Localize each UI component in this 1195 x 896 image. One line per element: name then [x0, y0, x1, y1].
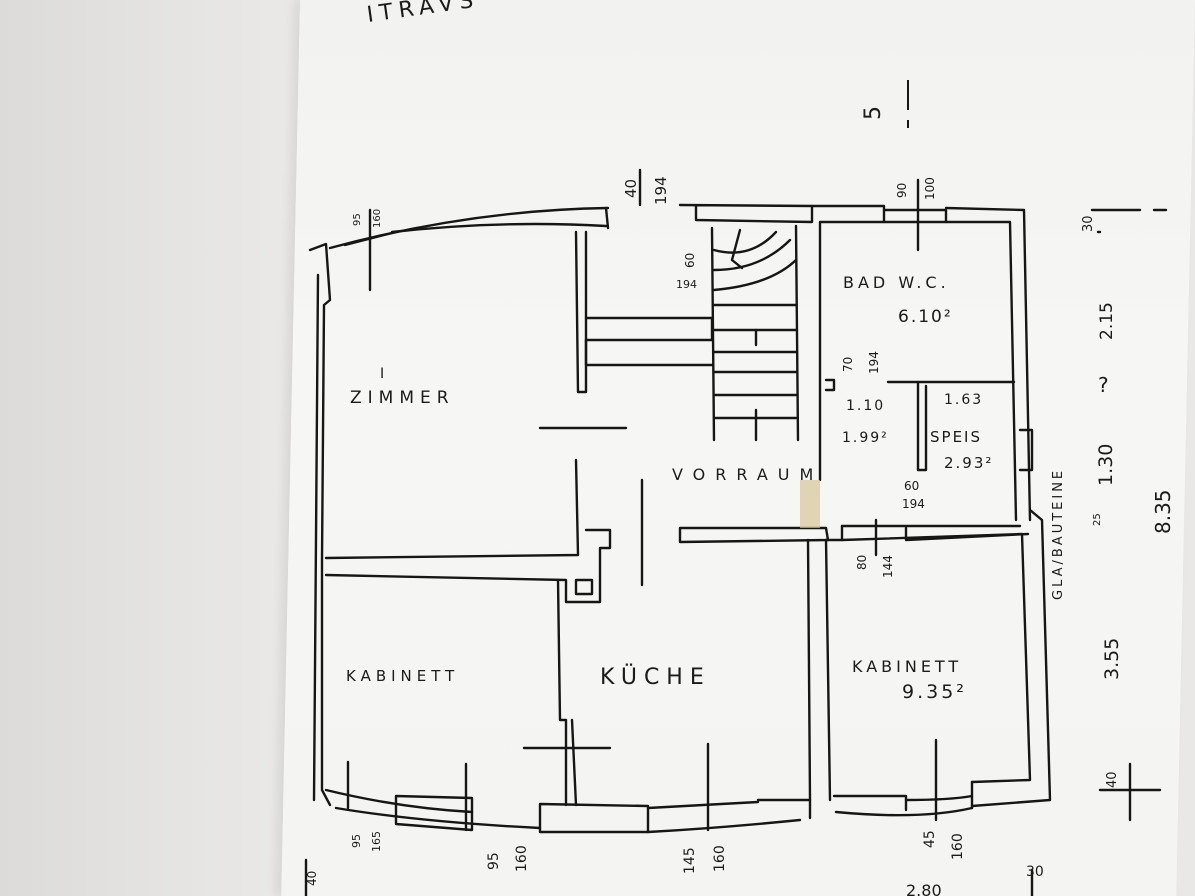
- dim-win-zimmer-a: 95: [352, 213, 363, 226]
- room-label-bad: BAD W.C.: [843, 273, 950, 292]
- wc-area: 1.99²: [842, 430, 889, 446]
- zimmer-mark: I: [380, 366, 390, 382]
- dim-win-bottom-2b: 160: [514, 845, 530, 872]
- dim-win-bad-a: 90: [895, 183, 909, 198]
- room-label-kabinett-right: KABINETT: [852, 657, 962, 676]
- speis-width: 1.63: [944, 392, 983, 408]
- dim-door-top-b: 194: [652, 176, 670, 205]
- room-label-zimmer: ZIMMER: [350, 388, 455, 408]
- dim-wc-door-a: 70: [841, 357, 855, 372]
- top-right-glyph: 5: [861, 100, 886, 120]
- wall-lines: [304, 168, 1168, 896]
- speis-area: 2.93²: [944, 454, 993, 472]
- dim-speis-door-b: 194: [902, 497, 925, 511]
- room-label-kueche: KÜCHE: [600, 664, 711, 690]
- dim-bottom-40: 40: [305, 871, 319, 886]
- dim-speis-door-a: 60: [904, 479, 919, 493]
- dim-right-130: 1.30: [1095, 444, 1117, 486]
- bad-area: 6.10²: [898, 307, 953, 327]
- room-label-vorraum: VORRAUM: [672, 465, 823, 484]
- dim-right-835: 8.35: [1151, 489, 1175, 534]
- dim-win-bottom-4a: 45: [922, 830, 938, 848]
- dim-bottom-30: 30: [1026, 864, 1044, 880]
- dim-right-30: 30: [1081, 215, 1096, 232]
- wall-label: GLA/BAUTEINE: [1051, 468, 1066, 600]
- dim-right-215: 2.15: [1097, 302, 1117, 340]
- question-mark: ?: [1098, 373, 1115, 397]
- room-label-speis: SPEIS: [930, 428, 982, 446]
- background-surface: [0, 0, 330, 896]
- dim-win-bad-b: 100: [923, 177, 937, 200]
- dim-win-bottom-3b: 160: [712, 845, 728, 872]
- dim-stair-b: 194: [676, 278, 697, 291]
- dim-right-40: 40: [1105, 771, 1120, 788]
- dim-kab-door-a: 80: [855, 555, 869, 570]
- dim-win-bottom-1a: 95: [350, 834, 363, 848]
- dim-door-top-a: 40: [622, 179, 640, 198]
- dim-wc-door-b: 194: [867, 351, 881, 374]
- dim-win-bottom-3a: 145: [682, 847, 698, 874]
- dim-stair-a: 60: [683, 253, 697, 268]
- kabinett-right-area: 9.35²: [902, 681, 967, 703]
- stain-mark: [800, 480, 820, 528]
- dim-win-bottom-4b: 160: [950, 833, 966, 860]
- dim-kab-door-b: 144: [881, 555, 895, 578]
- wc-width: 1.10: [846, 398, 885, 414]
- dim-win-bottom-1b: 165: [370, 831, 383, 852]
- dimension-labels: 40 194 95 160 90 100 60 194 70 194 60 19…: [305, 176, 1175, 896]
- dim-right-25: 25: [1092, 513, 1103, 526]
- dim-bottom-280: 2.80: [906, 881, 942, 896]
- dim-win-bottom-2a: 95: [486, 852, 502, 870]
- header-fragment: ITRAVS: [365, 0, 480, 28]
- dim-win-zimmer-b: 160: [372, 209, 383, 228]
- dim-right-355: 3.55: [1101, 638, 1123, 680]
- room-label-kabinett-left: KABINETT: [346, 667, 459, 685]
